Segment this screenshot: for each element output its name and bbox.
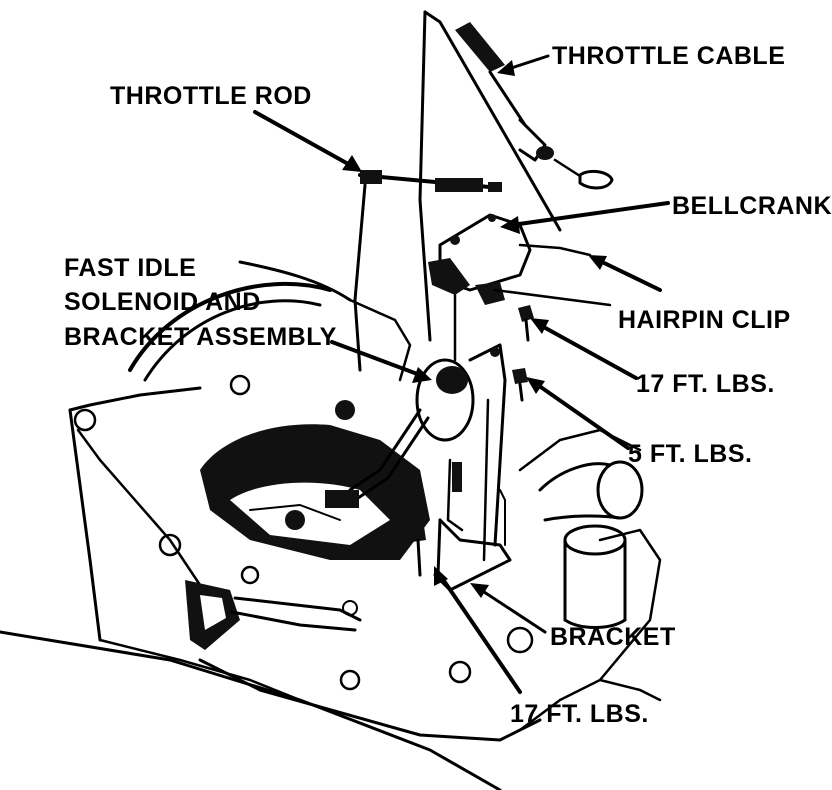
outlet-pipes — [538, 460, 644, 629]
label-fast-idle-line2: SOLENOID AND — [64, 288, 261, 316]
label-throttle-cable: THROTTLE CABLE — [552, 42, 785, 70]
label-torque-5: 5 FT. LBS. — [628, 440, 752, 468]
label-fast-idle-line3: BRACKET ASSEMBLY — [64, 323, 337, 351]
bellcrank — [428, 213, 612, 362]
bolts — [410, 305, 534, 577]
throttle-rod — [353, 170, 502, 372]
label-hairpin-clip: HAIRPIN CLIP — [618, 306, 791, 334]
air-cleaner-ring — [128, 260, 412, 382]
label-bracket: BRACKET — [550, 623, 676, 651]
label-bellcrank: BELLCRANK — [672, 192, 832, 220]
linkage-arm — [185, 580, 362, 650]
label-fast-idle-line1: FAST IDLE — [64, 254, 196, 282]
label-torque-17-lower: 17 FT. LBS. — [510, 700, 649, 728]
label-throttle-rod: THROTTLE ROD — [110, 82, 312, 110]
leader-lines — [253, 54, 670, 694]
fast-idle-solenoid — [325, 343, 507, 562]
carburetor-body — [200, 393, 430, 560]
throttle-cable — [418, 10, 614, 342]
label-torque-17-upper: 17 FT. LBS. — [636, 370, 775, 398]
